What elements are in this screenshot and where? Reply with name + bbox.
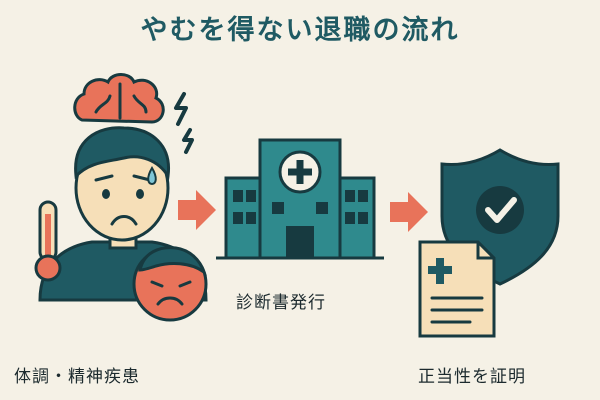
step-label-proof: 正当性を証明 <box>418 367 526 387</box>
sad-face-icon <box>132 246 208 322</box>
step-label-illness: 体調・精神疾患 <box>14 367 140 387</box>
step-label-certificate: 診断書発行 <box>236 293 326 313</box>
lightning-icon <box>174 92 194 154</box>
shield-check-document-icon <box>418 148 560 338</box>
hospital-icon <box>216 138 384 260</box>
page-title: やむを得ない退職の流れ <box>140 15 460 46</box>
arrow-right-icon <box>178 190 216 230</box>
medical-document-icon <box>418 240 496 338</box>
arrow-right-icon <box>390 192 428 232</box>
thermometer-icon <box>34 200 62 282</box>
sick-person-icon <box>34 73 208 322</box>
brain-icon <box>73 73 165 124</box>
